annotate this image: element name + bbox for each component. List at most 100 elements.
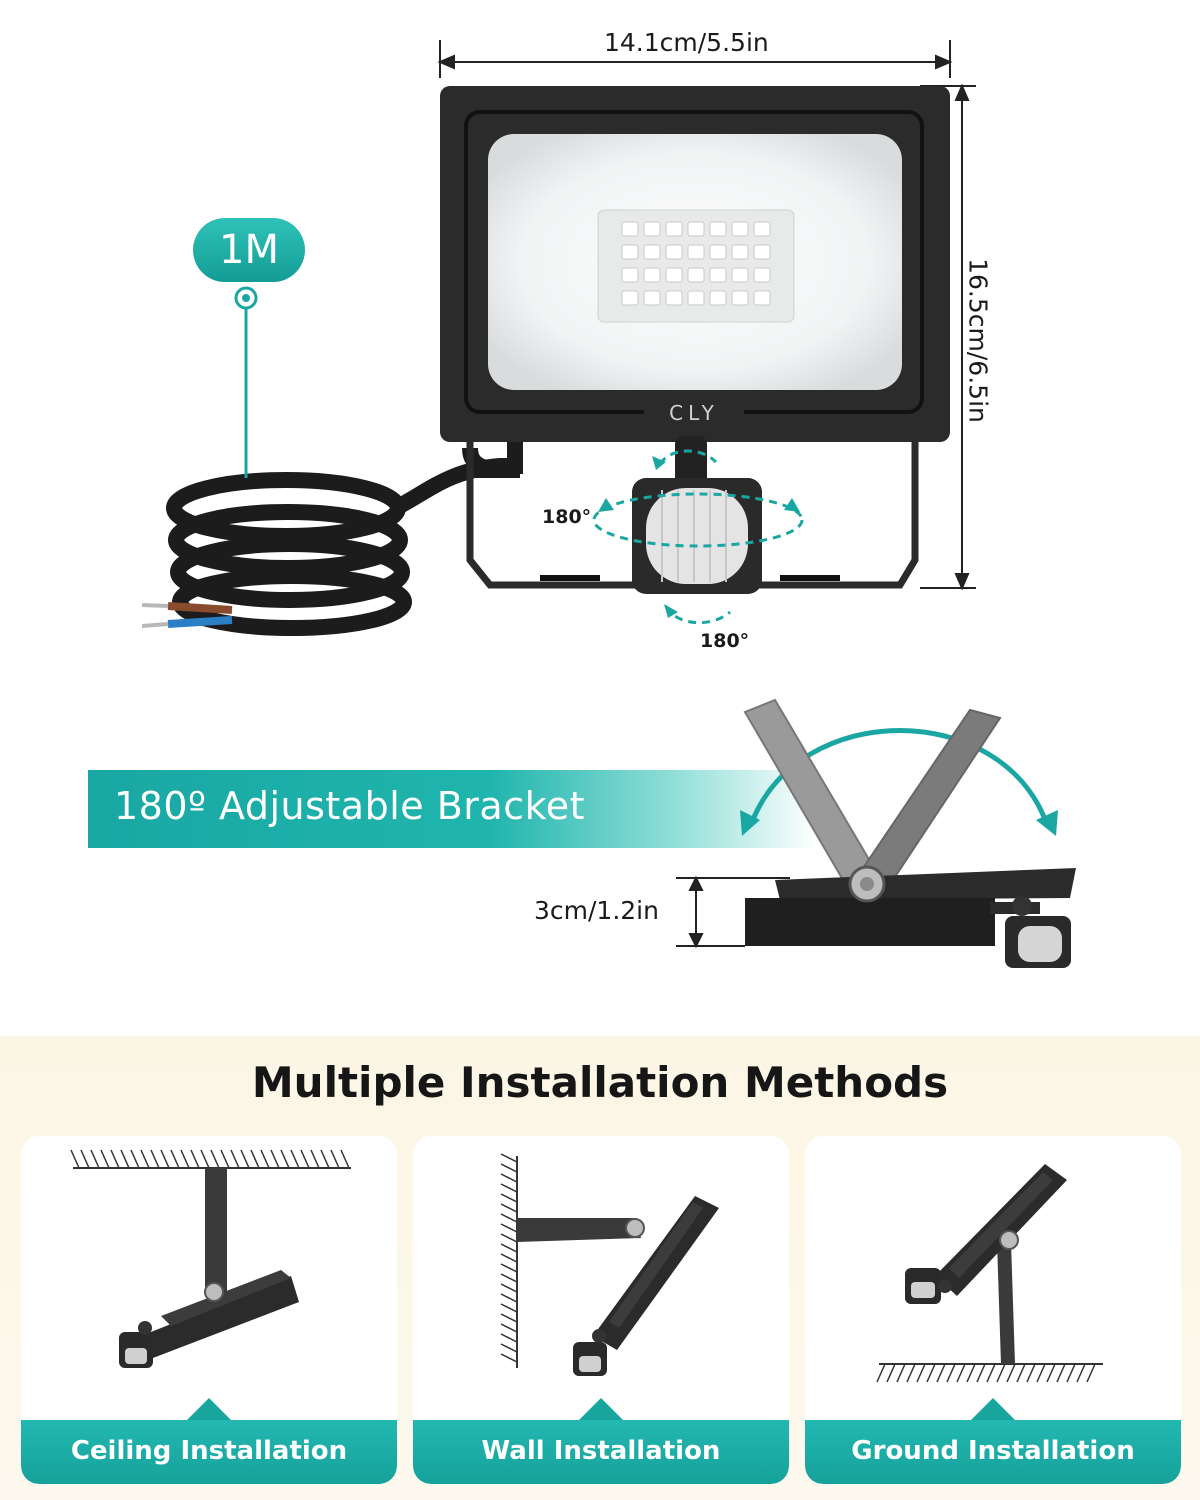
hatch-line — [896, 1363, 906, 1383]
hatch-line — [500, 1223, 518, 1233]
hatch-line — [500, 1173, 518, 1183]
hatch-line — [976, 1363, 986, 1383]
hatch-line — [500, 1333, 518, 1343]
floodlight-illustration: CLY — [141, 40, 976, 636]
hatch-line — [180, 1149, 190, 1169]
hatch-line — [120, 1149, 130, 1169]
bracket-side-view — [676, 698, 1076, 968]
hatch-line — [220, 1149, 230, 1169]
led-chip — [643, 244, 661, 260]
hatch-line — [140, 1149, 150, 1169]
hatch-line — [90, 1149, 100, 1169]
hatch-line — [500, 1313, 518, 1323]
hatch-line — [230, 1149, 240, 1169]
hatch-line — [1016, 1363, 1026, 1383]
led-chip — [665, 290, 683, 306]
hatch-line — [110, 1149, 120, 1169]
hatch-line — [500, 1353, 518, 1363]
bracket-banner: 180º Adjustable Bracket — [88, 770, 818, 848]
depth-label: 3cm/1.2in — [534, 896, 659, 925]
cable-wires — [141, 602, 233, 628]
hatch-line — [1086, 1363, 1096, 1383]
led-chip — [687, 244, 705, 260]
led-chip — [731, 290, 749, 306]
hatch-line — [986, 1363, 996, 1383]
hatch-line — [946, 1363, 956, 1383]
wall-installation-label: Wall Installation — [413, 1420, 789, 1484]
hatch-line — [80, 1149, 90, 1169]
ground-installation-label: Ground Installation — [805, 1420, 1181, 1484]
pointer-triangle — [971, 1398, 1015, 1420]
hatch-line — [130, 1149, 140, 1169]
hatch-line — [1056, 1363, 1066, 1383]
rotation-label-vertical: 180° — [700, 630, 750, 652]
wall-mount-icon — [500, 1153, 719, 1376]
hatch-line — [280, 1149, 290, 1169]
hatch-line — [300, 1149, 310, 1169]
cable-coil — [166, 440, 523, 636]
hatch-line — [210, 1149, 220, 1169]
hatch-line — [500, 1323, 518, 1333]
card-ceiling-installation: Ceiling Installation — [21, 1136, 397, 1484]
brand-logo: CLY — [669, 401, 719, 425]
hatch-line — [150, 1149, 160, 1169]
led-chip — [643, 221, 661, 237]
hatch-line — [500, 1243, 518, 1253]
hatch-line — [1036, 1363, 1046, 1383]
hatch-line — [100, 1149, 110, 1169]
hatch-line — [906, 1363, 916, 1383]
pointer-triangle — [187, 1398, 231, 1420]
led-chips — [621, 221, 771, 306]
led-chip — [687, 267, 705, 283]
hatch-line — [200, 1149, 210, 1169]
height-label: 16.5cm/6.5in — [963, 258, 993, 423]
hatch-line — [240, 1149, 250, 1169]
hatch-line — [500, 1213, 518, 1223]
hatch-line — [320, 1149, 330, 1169]
hatch-line — [500, 1163, 518, 1173]
hatch-line — [1046, 1363, 1056, 1383]
hatch-line — [886, 1363, 896, 1383]
cable-callout-dot — [234, 286, 258, 310]
hatch-line — [500, 1183, 518, 1193]
led-chip — [731, 244, 749, 260]
hatch-line — [956, 1363, 966, 1383]
led-chip — [753, 244, 771, 260]
hatch-line — [500, 1303, 518, 1313]
led-chip — [665, 244, 683, 260]
pointer-triangle — [579, 1398, 623, 1420]
hatch-line — [1076, 1363, 1086, 1383]
hatch-line — [270, 1149, 280, 1169]
led-chip — [709, 267, 727, 283]
ceiling-mount-icon — [70, 1149, 351, 1368]
hatch-line — [500, 1203, 518, 1213]
led-chip — [753, 267, 771, 283]
hatch-line — [876, 1363, 886, 1383]
led-chip — [621, 221, 639, 237]
card-ground-installation: Ground Installation — [805, 1136, 1181, 1484]
led-chip — [709, 290, 727, 306]
led-chip — [643, 290, 661, 306]
hatch-line — [70, 1149, 80, 1169]
led-chip — [709, 244, 727, 260]
led-chip — [621, 267, 639, 283]
hatch-line — [926, 1363, 936, 1383]
led-chip — [753, 221, 771, 237]
led-chip — [753, 290, 771, 306]
hatch-line — [500, 1253, 518, 1263]
hatch-line — [290, 1149, 300, 1169]
led-chip — [621, 244, 639, 260]
hatch-line — [1066, 1363, 1076, 1383]
led-chip — [643, 267, 661, 283]
hatch-line — [1006, 1363, 1016, 1383]
hatch-line — [500, 1193, 518, 1203]
hatch-line — [250, 1149, 260, 1169]
hatch-line — [310, 1149, 320, 1169]
hatch-line — [916, 1363, 926, 1383]
led-chip — [709, 221, 727, 237]
hatch-line — [190, 1149, 200, 1169]
hatch-line — [500, 1263, 518, 1273]
led-chip — [687, 290, 705, 306]
led-chip — [731, 267, 749, 283]
ceiling-installation-label: Ceiling Installation — [21, 1420, 397, 1484]
